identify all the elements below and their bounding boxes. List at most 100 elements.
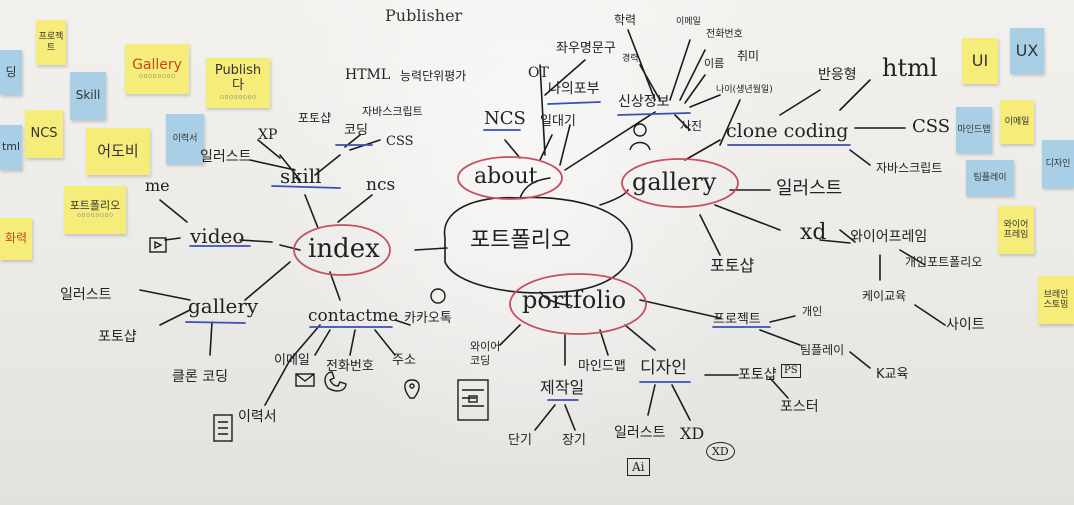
sticky-note: 팀플레이 [966, 160, 1014, 196]
branch-kakaotalk: 카카오톡 [404, 311, 452, 326]
branch-wireframe-coding: 와이어 코딩 [470, 340, 501, 368]
branch-wireframe: 와이어프레임 [850, 229, 928, 245]
sticky-subtext: ㅁㅁㅁㅁㅁㅁㅁㅁ [219, 95, 257, 102]
branch-javascript-right: 자바스크립트 [876, 161, 943, 175]
sticky-text: 어도비 [97, 141, 139, 160]
sticky-text: 포트폴리오 [69, 198, 121, 212]
branch-responsive: 반응형 [818, 67, 857, 83]
sticky-text: 와이어 프레임 [1003, 219, 1029, 240]
branch-diary: 일대기 [540, 114, 576, 129]
branch-production: 제작일 [540, 378, 585, 397]
resume-icon [213, 414, 233, 442]
branch-mindmap: 마인드맵 [578, 359, 626, 374]
sticky-note: NCS [25, 110, 63, 158]
branch-short-term: 단기 [508, 433, 532, 448]
portfolio-ellipse [509, 273, 647, 335]
branch-css-right: CSS [912, 116, 951, 137]
branch-personal: 개인 [802, 305, 823, 318]
branch-my-pro: 나의포부 [548, 81, 600, 97]
sticky-note: 이메일 [1000, 100, 1034, 144]
hub-gallery: gallery [632, 168, 717, 196]
branch-competency: 능력단위평가 [400, 69, 467, 83]
branch-ot: OT [528, 65, 549, 81]
gallery-ellipse [621, 158, 739, 208]
branch-kakao-course: 케이교육 [862, 289, 907, 303]
pin-icon [404, 379, 420, 399]
top-label: Publisher [385, 6, 463, 25]
branch-photoshop-bottom: 포토샵 [738, 367, 777, 383]
sticky-text: UX [1015, 40, 1039, 60]
sticky-text: tml [1, 140, 21, 154]
hub-portfolio: portfolio [522, 286, 627, 314]
branch-project: 프로젝트 [713, 312, 761, 327]
sticky-text: 딩 [5, 64, 17, 79]
sticky-subtext: ㅁㅁㅁㅁㅁㅁㅁㅁ [138, 74, 176, 81]
sticky-note: 어도비 [86, 128, 150, 175]
hub-about: about [474, 164, 538, 189]
branch-javascript: 자바스크립트 [362, 105, 423, 118]
branch-illustrator-right: 일러스트 [776, 178, 843, 199]
branch-xp: XP [258, 127, 278, 143]
branch-illustrator-bottom: 일러스트 [614, 425, 666, 441]
branch-address: 주소 [392, 353, 416, 368]
center-title: 포트폴리오 [470, 228, 572, 253]
branch-ncs-left: ncs [366, 175, 396, 195]
sticky-note: Skill [70, 72, 106, 120]
branch-name: 이름 [704, 57, 725, 70]
sticky-text: Gallery [132, 57, 182, 74]
about-ellipse [457, 156, 563, 200]
sticky-text: 디자인 [1045, 158, 1071, 169]
xd-badge: XD [706, 442, 735, 461]
branch-personal-info: 신상정보 [618, 94, 670, 110]
phone-icon [324, 371, 347, 392]
branch-css: CSS [386, 134, 414, 149]
branch-email: 이메일 [274, 353, 310, 368]
sticky-subtext: ㅁㅁㅁㅁㅁㅁㅁㅁ [76, 213, 114, 220]
sticky-text: 이메일 [1004, 116, 1030, 127]
branch-long-term: 장기 [562, 433, 586, 448]
branch-photoshop-left: 포토샵 [98, 329, 137, 345]
ps-badge: PS [781, 364, 801, 378]
branch-personal-portfolio: 개인포트폴리오 [905, 255, 983, 269]
branch-career: 경력 [622, 54, 639, 64]
branch-video: video [190, 224, 245, 248]
branch-photoshop: 포토샵 [298, 111, 332, 125]
branch-html-right: html [882, 54, 938, 82]
branch-coding: 코딩 [344, 123, 368, 138]
branch-poster: 포스터 [780, 399, 819, 415]
ai-badge: Ai [627, 458, 650, 476]
wireframe-icon [457, 379, 489, 421]
branch-education: 학력 [614, 13, 637, 27]
branch-photoshop-right: 포토샵 [710, 256, 755, 275]
sticky-note: UX [1010, 28, 1044, 74]
sticky-text: 프로젝트 [38, 32, 64, 53]
sticky-note: UI [962, 38, 998, 84]
sticky-text: 팀플레이 [973, 172, 1007, 183]
branch-clone-coding: clone coding [726, 120, 849, 142]
index-ellipse [293, 224, 391, 276]
branch-ncs-about: NCS [484, 108, 526, 129]
branch-design: 디자인 [640, 358, 687, 378]
sticky-text: 화력 [4, 231, 28, 246]
branch-site: 사이트 [946, 317, 985, 333]
sticky-note: 디자인 [1042, 140, 1074, 188]
branch-xd-right: xd [800, 220, 827, 245]
branch-skill: skill [280, 164, 322, 188]
branch-hobby: 취미 [737, 49, 760, 63]
sticky-note: 이력서 [166, 114, 204, 164]
board-glare [260, 0, 780, 505]
sticky-note: 와이어 프레임 [998, 206, 1034, 254]
kakao-icon [430, 288, 446, 304]
branch-xd-bottom: XD [680, 424, 705, 443]
sticky-text: Publish 다 [214, 63, 262, 94]
hub-index: index [308, 234, 380, 264]
center-cloud [443, 196, 633, 294]
sticky-text: 브레인 스토밍 [1043, 289, 1069, 310]
sticky-note: 화력 [0, 218, 32, 260]
branch-email-small: 이메일 [676, 17, 701, 27]
branch-contactme: contactme [308, 306, 399, 326]
